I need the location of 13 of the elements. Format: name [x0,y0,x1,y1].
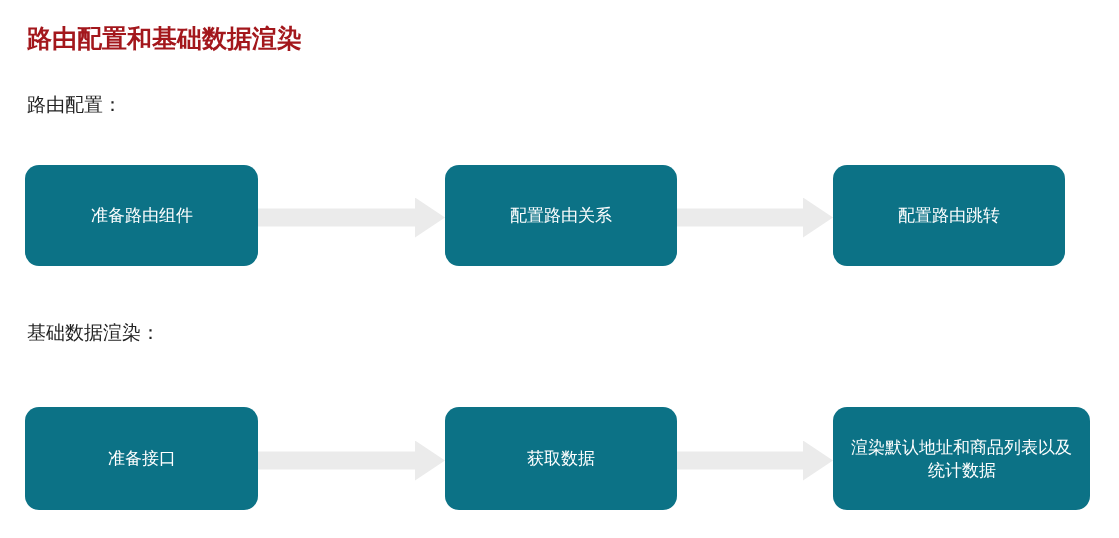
arrow [258,197,445,238]
arrow [258,440,445,481]
section-heading: 路由配置： [27,92,122,117]
process-box: 配置路由关系 [445,165,677,266]
process-box: 配置路由跳转 [833,165,1065,266]
section-heading: 基础数据渲染： [27,320,160,345]
process-box: 获取数据 [445,407,677,510]
process-box: 准备路由组件 [25,165,258,266]
process-box: 渲染默认地址和商品列表以及统计数据 [833,407,1090,510]
arrow [677,440,833,481]
process-box: 准备接口 [25,407,258,510]
arrow [677,197,833,238]
page-title: 路由配置和基础数据渲染 [27,23,302,55]
